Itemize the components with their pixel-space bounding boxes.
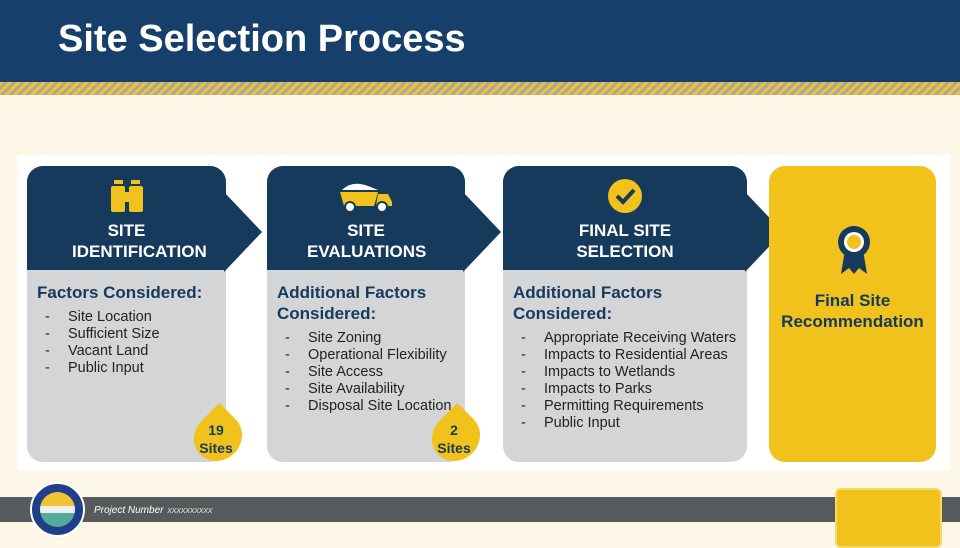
step-heading: SITE IDENTIFICATION	[72, 221, 207, 261]
list-item: Permitting Requirements	[521, 398, 741, 415]
footer-bar	[0, 497, 960, 522]
arrow-icon	[224, 192, 262, 272]
badge-unit: Sites	[199, 440, 233, 456]
list-item: Vacant Land	[45, 343, 220, 360]
list-item: Sufficient Size	[45, 326, 220, 343]
list-item: Site Location	[45, 309, 220, 326]
checkmark-circle-icon	[608, 179, 642, 213]
project-number-label: Project Number	[94, 505, 164, 516]
award-ribbon-icon	[838, 226, 870, 274]
list-item: Impacts to Parks	[521, 381, 741, 398]
list-item: Public Input	[521, 415, 741, 432]
binoculars-icon	[110, 180, 143, 212]
final-label: Final Site Recommendation	[781, 291, 924, 331]
project-number-value: xxxxxxxxxx	[167, 505, 213, 515]
list-item: Impacts to Wetlands	[521, 364, 741, 381]
footer-accent-box	[835, 488, 942, 548]
dump-truck-icon	[340, 183, 392, 213]
step-site-evaluations: SITE EVALUATIONS Additional Factors Cons…	[267, 166, 501, 462]
badge-number: 2	[450, 422, 458, 438]
badge-number: 19	[208, 422, 224, 438]
factors-heading: Additional Factors Considered:	[277, 283, 427, 323]
list-item: Disposal Site Location	[285, 398, 459, 415]
list-item: Operational Flexibility	[285, 347, 459, 364]
list-item: Appropriate Receiving Waters	[521, 330, 741, 347]
factors-heading: Additional Factors Considered:	[513, 283, 663, 323]
step-heading: FINAL SITE SELECTION	[576, 221, 674, 261]
step-heading: SITE EVALUATIONS	[307, 221, 427, 261]
list-item: Public Input	[45, 360, 220, 377]
final-site-recommendation: Final Site Recommendation	[769, 166, 936, 462]
page-title: Site Selection Process	[58, 18, 466, 60]
step-site-identification: SITE IDENTIFICATION Factors Considered: …	[27, 166, 262, 462]
dotpf-seal-logo	[30, 482, 85, 537]
list-item: Site Zoning	[285, 330, 459, 347]
arrow-icon	[463, 192, 501, 272]
step-final-site-selection: FINAL SITE SELECTION Additional Factors …	[503, 166, 783, 462]
header: Site Selection Process	[0, 0, 960, 82]
list-item: Site Availability	[285, 381, 459, 398]
badge-unit: Sites	[437, 440, 471, 456]
list-item: Impacts to Residential Areas	[521, 347, 741, 364]
header-stripe	[0, 82, 960, 95]
factors-heading: Factors Considered:	[37, 283, 203, 302]
list-item: Site Access	[285, 364, 459, 381]
